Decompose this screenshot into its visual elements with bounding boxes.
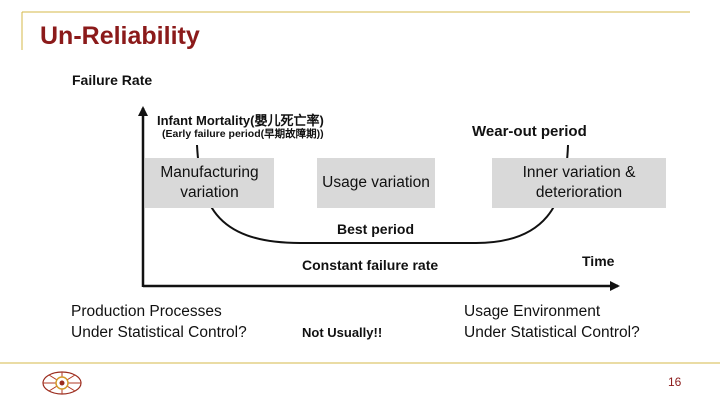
slide-title: Un-Reliability bbox=[40, 22, 200, 50]
manufacturing-variation-box: Manufacturing variation bbox=[145, 158, 274, 208]
wear-out-label: Wear-out period bbox=[472, 123, 587, 140]
inner-variation-box: Inner variation & deterioration bbox=[492, 158, 666, 208]
early-failure-label: (Early failure period(早期故障期)) bbox=[162, 128, 324, 140]
left-note: Production Processes Under Statistical C… bbox=[71, 301, 247, 343]
page-number: 16 bbox=[668, 375, 682, 389]
not-usually-note: Not Usually!! bbox=[302, 325, 383, 340]
right-note-line-1: Usage Environment bbox=[464, 303, 601, 320]
constant-failure-rate-label: Constant failure rate bbox=[302, 257, 439, 273]
infant-mortality-label: Infant Mortality(嬰儿死亡率) bbox=[157, 113, 324, 128]
x-axis-label: Time bbox=[582, 253, 615, 269]
left-note-line-2: Under Statistical Control? bbox=[71, 324, 247, 341]
usage-variation-box: Usage variation bbox=[317, 158, 435, 208]
best-period-label: Best period bbox=[337, 221, 415, 237]
right-note: Usage Environment Under Statistical Cont… bbox=[464, 301, 640, 343]
y-axis-label: Failure Rate bbox=[72, 72, 153, 88]
left-note-line-1: Production Processes bbox=[71, 303, 222, 320]
university-logo bbox=[42, 371, 82, 395]
right-note-line-2: Under Statistical Control? bbox=[464, 324, 640, 341]
